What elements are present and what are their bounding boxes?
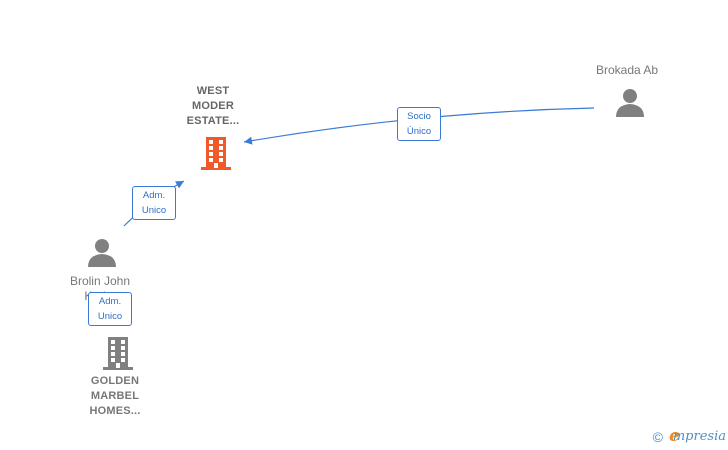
label-line: Brolin John: [69, 274, 131, 288]
node-label-golden[interactable]: GOLDEN MARBEL HOMES...: [75, 374, 155, 419]
building-icon[interactable]: [199, 135, 233, 171]
label-line: HOMES...: [89, 405, 141, 417]
node-label-west-moder[interactable]: WEST MODER ESTATE...: [173, 84, 253, 129]
edge-label-adm-unico-bottom[interactable]: Adm. Unico: [88, 292, 132, 326]
label-line: WEST: [196, 85, 230, 97]
label-line: MARBEL: [90, 390, 140, 402]
person-icon[interactable]: [614, 88, 646, 118]
label-line: Socio: [407, 111, 431, 122]
label-line: MODER: [192, 100, 234, 112]
label-line: Único: [406, 126, 432, 137]
label-line: GOLDEN: [90, 375, 140, 387]
label-line: ESTATE...: [186, 115, 240, 127]
node-label-brokada[interactable]: Brokada Ab: [582, 63, 672, 78]
label-line: Adm.: [98, 296, 122, 307]
label-line: Brokada Ab: [595, 63, 659, 77]
label-line: Unico: [97, 311, 123, 322]
empresia-watermark: © e mpresia: [636, 426, 726, 446]
copyright-symbol: ©: [652, 429, 663, 445]
person-icon[interactable]: [86, 238, 118, 268]
building-icon[interactable]: [101, 335, 135, 371]
brand-logo-text: mpresia: [672, 429, 726, 444]
brand-logo-initial: e: [669, 426, 680, 446]
label-line: Unico: [141, 205, 167, 216]
label-line: Adm.: [142, 190, 166, 201]
edge-label-adm-unico-top[interactable]: Adm. Unico: [132, 186, 176, 220]
edge-label-socio-unico[interactable]: Socio Único: [397, 107, 441, 141]
